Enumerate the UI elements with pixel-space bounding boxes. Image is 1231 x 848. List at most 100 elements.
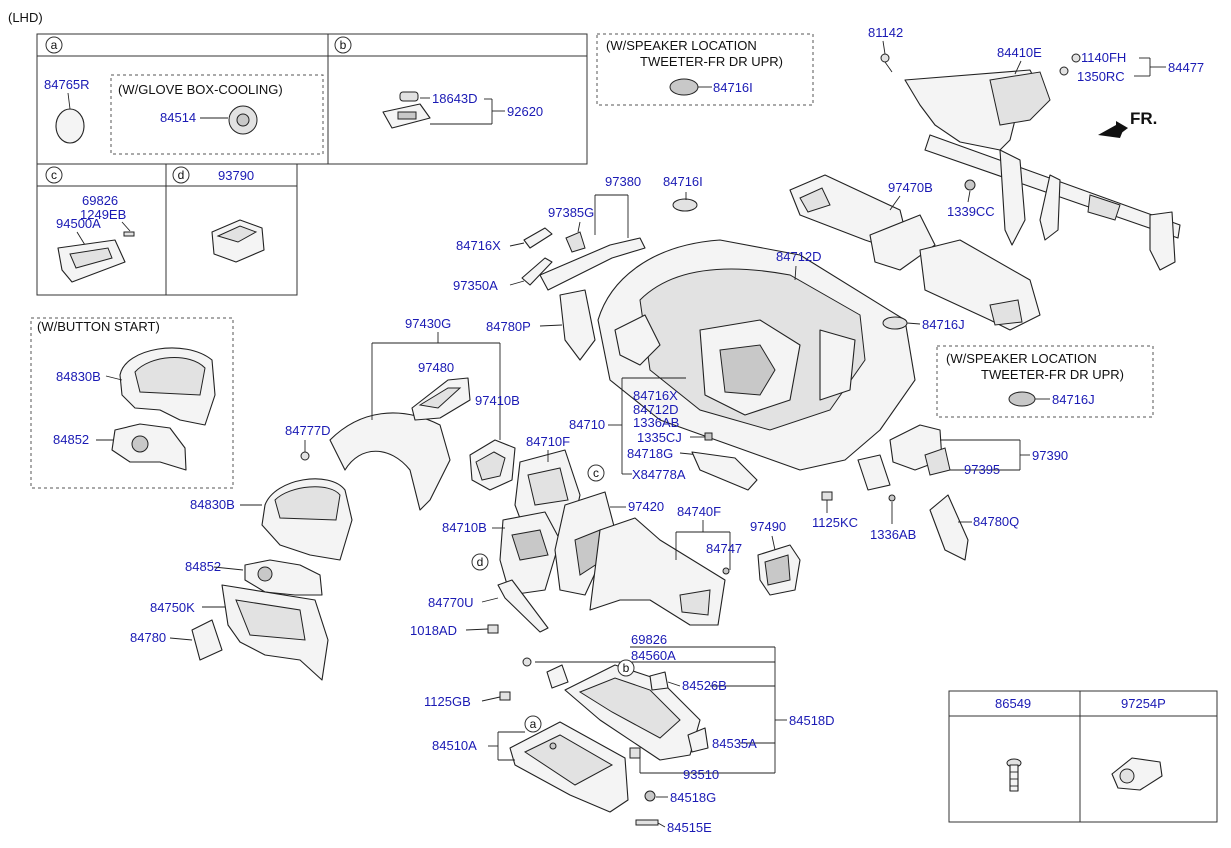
label-84716X-top: 84716X <box>456 238 501 253</box>
label-97480: 97480 <box>418 360 454 375</box>
label-93790: 93790 <box>218 168 254 183</box>
bolt-1125GB-part <box>499 691 511 701</box>
label-1350RC: 1350RC <box>1077 69 1125 84</box>
fr-label: FR. <box>1130 109 1157 128</box>
label-84777D: 84777D <box>285 423 331 438</box>
lhd-label: (LHD) <box>8 10 43 25</box>
label-84765R: 84765R <box>44 77 90 92</box>
label-84740F: 84740F <box>677 504 721 519</box>
damper-84515E-part <box>635 819 659 826</box>
callout-d: d <box>477 555 484 569</box>
callout-a: a <box>530 717 537 731</box>
label-84716I-inset: 84716I <box>713 80 753 95</box>
label-97410B: 97410B <box>475 393 520 408</box>
bolt-86549-part <box>1006 758 1022 792</box>
label-18643D: 18643D <box>432 91 478 106</box>
front-arrow-icon: FR. <box>1098 109 1157 138</box>
inset-a: a 84765R (W/GLOVE BOX-COOLING) 84514 <box>44 36 324 155</box>
label-1249EB: 1249EB <box>80 207 126 222</box>
fastener-table: 86549 97254P <box>948 690 1218 823</box>
label-84770U: 84770U <box>428 595 474 610</box>
label-84477: 84477 <box>1168 60 1204 75</box>
label-84518D: 84518D <box>789 713 835 728</box>
label-84712D: 84712D <box>633 402 679 417</box>
label-1018AD: 1018AD <box>410 623 457 638</box>
label-97395: 97395 <box>964 462 1000 477</box>
inset-a-b-frame <box>36 33 588 165</box>
label-1125GB: 1125GB <box>424 694 471 709</box>
label-69826: 69826 <box>82 193 118 208</box>
inset-c-d-frame <box>36 163 298 296</box>
tweeter-grille-part <box>672 198 698 212</box>
glove-box-housing-part <box>546 664 709 761</box>
label-1336AB: 1336AB <box>633 415 679 430</box>
center-fascia-part <box>499 449 616 596</box>
clip-1018AD-part <box>487 624 499 634</box>
label-1125KC: 1125KC <box>812 515 858 530</box>
side-vent-right-part <box>857 424 951 491</box>
label-84780Q: 84780Q <box>973 514 1019 529</box>
label-84710F: 84710F <box>526 434 570 449</box>
lamp-bulb-part <box>399 91 419 102</box>
column-shroud-lower-part <box>244 559 323 596</box>
label-93510: 93510 <box>683 767 719 782</box>
inset-a-tag: a <box>51 38 58 52</box>
label-97490: 97490 <box>750 519 786 534</box>
nut-1339CC-part <box>964 179 976 191</box>
tweeter-right-part <box>1008 391 1036 407</box>
label-1339CC: 1339CC <box>947 204 995 219</box>
speaker-inset-right: (W/SPEAKER LOCATION TWEETER-FR DR UPR) 8… <box>936 345 1154 418</box>
label-84716I: 84716I <box>663 174 703 189</box>
bolt-1125KC-part <box>821 491 833 501</box>
speaker-right-note-1: (W/SPEAKER LOCATION <box>946 351 1097 366</box>
glove-box-cooling-note: (W/GLOVE BOX-COOLING) <box>118 82 283 97</box>
label-84716X: 84716X <box>633 388 678 403</box>
speaker-top-note-2: TWEETER-FR DR UPR) <box>640 54 783 69</box>
label-97470B: 97470B <box>888 180 933 195</box>
label-84510A: 84510A <box>432 738 477 753</box>
defroster-duct-part <box>789 174 1041 331</box>
callout-b: b <box>623 661 630 675</box>
label-92620: 92620 <box>507 104 543 119</box>
label-84830B: 84830B <box>190 497 235 512</box>
bracket-84718G-part <box>691 451 758 491</box>
inset-b: b 18643D 92620 <box>334 36 543 129</box>
label-84712D-top: 84712D <box>776 249 822 264</box>
side-trim-part <box>497 579 549 633</box>
label-84780P: 84780P <box>486 319 531 334</box>
label-1140FH: 1140FH <box>1081 50 1126 65</box>
main-crash-pad-part <box>597 239 916 471</box>
label-84710B: 84710B <box>442 520 487 535</box>
label-84518G: 84518G <box>670 790 716 805</box>
label-97350A: 97350A <box>453 278 498 293</box>
tweeter-84716J-part <box>882 316 908 330</box>
side-cover-right-part <box>929 494 969 561</box>
tweeter-part <box>669 78 699 96</box>
label-84514: 84514 <box>160 110 196 125</box>
label-97385G: 97385G <box>548 205 594 220</box>
bolt-81142-part <box>880 53 890 63</box>
screw-part <box>123 231 135 237</box>
label-94500A: 94500A <box>56 216 101 231</box>
inset-d: d 93790 <box>172 166 265 263</box>
label-97390: 97390 <box>1032 448 1068 463</box>
crash-pad-component-list: 84716X 84712D 84710 1336AB 1335CJ 84718G… <box>569 377 758 491</box>
label-69826: 69826 <box>631 632 667 647</box>
label-97380: 97380 <box>605 174 641 189</box>
label-84535A: 84535A <box>712 736 757 751</box>
inset-c: c 69826 1249EB 94500A <box>45 166 135 283</box>
stopper-84518G-part <box>644 790 656 802</box>
label-84716J-inset: 84716J <box>1052 392 1095 407</box>
label-84747: 84747 <box>706 541 742 556</box>
label-86549: 86549 <box>995 696 1031 711</box>
clip-1336AB-part <box>888 494 896 502</box>
screw-84777D-part <box>300 451 310 461</box>
cluster-fascia-assembly-part <box>329 377 516 511</box>
cover-84780-part <box>191 619 223 661</box>
clip-97254P-part <box>1111 757 1163 791</box>
label-97420: 97420 <box>628 499 664 514</box>
label-84515E: 84515E <box>667 820 712 835</box>
glove-box-part <box>509 721 629 813</box>
label-84716J: 84716J <box>922 317 965 332</box>
